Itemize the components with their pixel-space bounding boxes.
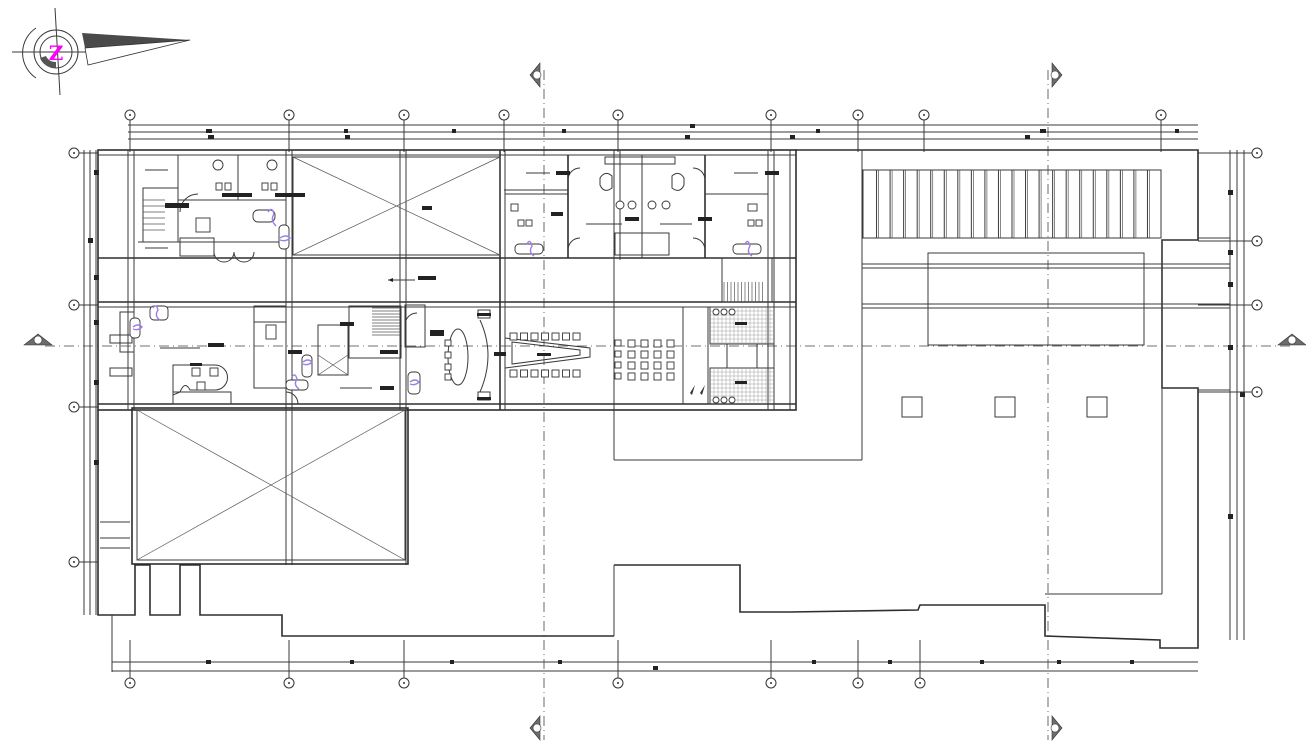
grid-bubble bbox=[765, 109, 777, 121]
people-figures bbox=[132, 208, 753, 390]
left-office-block bbox=[138, 155, 305, 263]
column-square bbox=[994, 396, 1016, 418]
column-square bbox=[1086, 396, 1108, 418]
north-arrow-icon: Z bbox=[12, 7, 191, 96]
building-outline bbox=[97, 149, 1199, 672]
grid-bubble bbox=[1251, 299, 1263, 311]
section-marker-icon bbox=[1277, 333, 1306, 346]
section-marker-icon bbox=[529, 62, 542, 88]
grid-bubble bbox=[124, 677, 136, 689]
grid-bubbles bbox=[68, 109, 1263, 689]
grid-bubble bbox=[918, 109, 930, 121]
grid-bubble bbox=[68, 401, 80, 413]
section-marker-icon bbox=[1050, 62, 1063, 88]
right-terrace bbox=[861, 169, 1231, 418]
grid-bubble bbox=[914, 677, 926, 689]
reception bbox=[404, 304, 491, 401]
grid-bubble bbox=[398, 677, 410, 689]
section-markers bbox=[23, 62, 1306, 741]
grid-bubble bbox=[283, 677, 295, 689]
grid-bubble bbox=[68, 147, 80, 159]
grid-bubble bbox=[68, 299, 80, 311]
void-areas bbox=[136, 156, 501, 561]
dimension-lines-top bbox=[128, 124, 1198, 140]
grid-bubble bbox=[498, 109, 510, 121]
middle-office-block bbox=[504, 155, 779, 303]
dimension-lines-bottom bbox=[112, 660, 1198, 672]
section-marker-icon bbox=[529, 715, 542, 741]
meeting-room bbox=[494, 332, 591, 378]
grid-bubble bbox=[1155, 109, 1167, 121]
grid-bubble bbox=[852, 109, 864, 121]
grid-bubble bbox=[612, 677, 624, 689]
toilets bbox=[709, 306, 775, 405]
grid-bubble bbox=[398, 109, 410, 121]
grid-bubble bbox=[852, 677, 864, 689]
grid-bubble bbox=[124, 109, 136, 121]
grid-bubble bbox=[765, 677, 777, 689]
north-letter: Z bbox=[49, 41, 64, 65]
column-square bbox=[901, 396, 923, 418]
section-marker-icon bbox=[1050, 715, 1063, 741]
grid-bubble bbox=[283, 109, 295, 121]
section-marker-icon bbox=[23, 333, 53, 346]
grid-bubble bbox=[1251, 147, 1263, 159]
grid-bubble bbox=[1251, 235, 1263, 247]
grid-bubble bbox=[68, 556, 80, 568]
grid-bubble bbox=[1251, 386, 1263, 398]
classroom bbox=[614, 307, 709, 404]
lower-left-office bbox=[109, 305, 402, 405]
dimension-lines-sides bbox=[83, 150, 1245, 640]
corridor bbox=[388, 206, 436, 282]
grid-bubble bbox=[612, 109, 624, 121]
